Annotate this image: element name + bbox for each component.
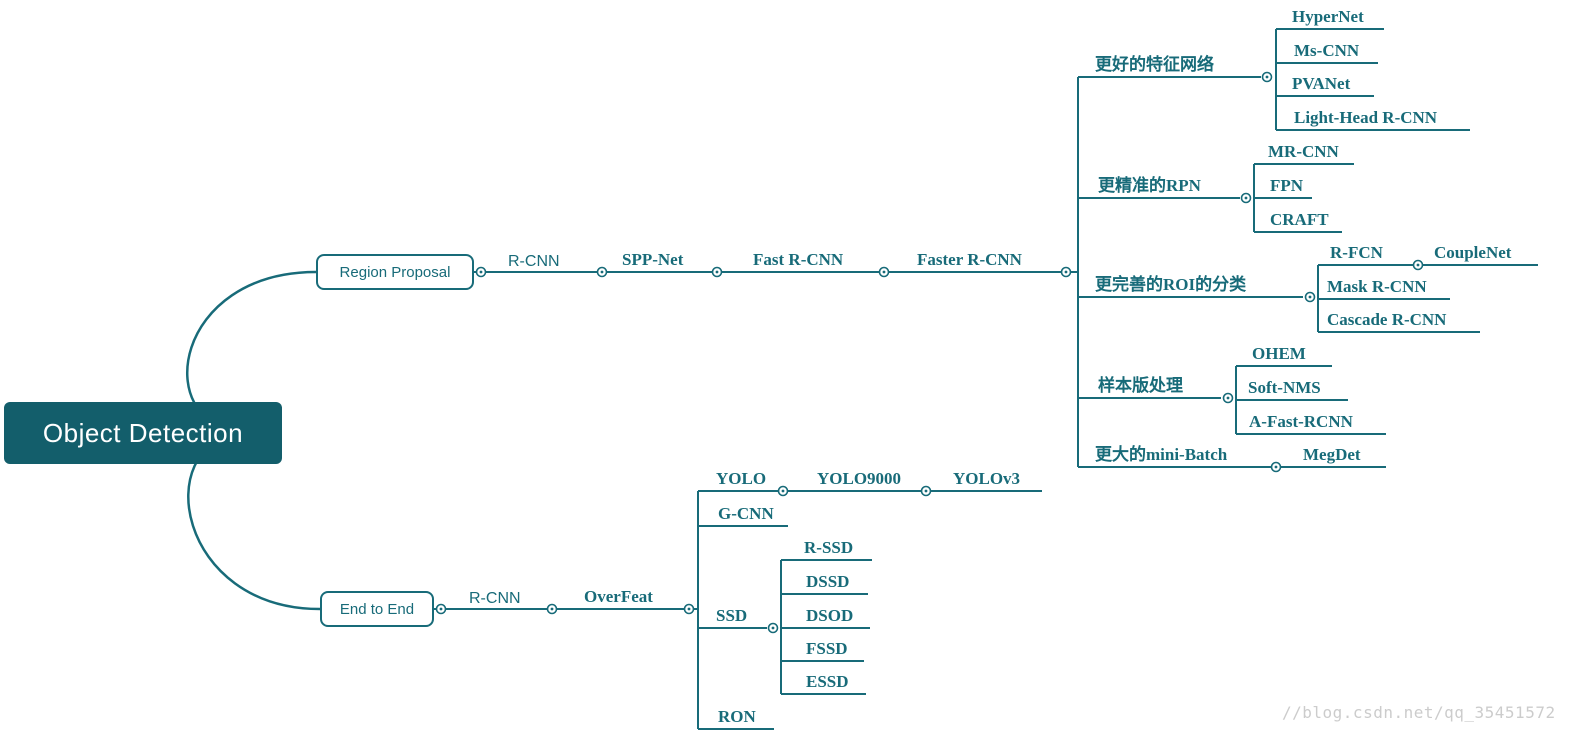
topic-better-rpn[interactable]: 更精准的RPN <box>1098 176 1201 195</box>
topic-rcnn-region[interactable]: R-CNN <box>508 253 560 270</box>
topic-r-fcn[interactable]: R-FCN <box>1330 243 1383 262</box>
topic-spp-net[interactable]: SPP-Net <box>622 250 684 269</box>
collapse-handle-yolo[interactable] <box>777 485 789 497</box>
collapse-handle-better-roi[interactable] <box>1304 291 1316 303</box>
collapse-handle-better-rpn[interactable] <box>1240 192 1252 204</box>
topic-sample-processing[interactable]: 样本版处理 <box>1098 376 1183 395</box>
end-branch-connectors <box>434 490 1042 730</box>
topic-yolo9000[interactable]: YOLO9000 <box>817 469 902 488</box>
topic-ohem[interactable]: OHEM <box>1252 344 1306 363</box>
topic-bigger-minibatch[interactable]: 更大的mini-Batch <box>1095 445 1228 464</box>
collapse-handle-spp-net[interactable] <box>711 266 723 278</box>
node-region-proposal[interactable]: Region Proposal <box>316 254 474 290</box>
topic-yolov3[interactable]: YOLOv3 <box>953 469 1021 488</box>
root-node-object-detection[interactable]: Object Detection <box>4 402 282 464</box>
topic-faster-rcnn[interactable]: Faster R-CNN <box>917 250 1022 269</box>
topic-overfeat[interactable]: OverFeat <box>584 587 653 606</box>
region-branch-connectors <box>474 28 1538 468</box>
node-end-to-end[interactable]: End to End <box>320 591 434 627</box>
topic-rcnn-end[interactable]: R-CNN <box>469 590 521 607</box>
collapse-handles <box>435 71 1424 634</box>
collapse-handle-r-fcn[interactable] <box>1412 259 1424 271</box>
topic-dssd[interactable]: DSSD <box>806 572 850 591</box>
topic-better-feature-net[interactable]: 更好的特征网络 <box>1095 55 1214 74</box>
topic-pvanet[interactable]: PVANet <box>1292 74 1351 93</box>
topic-fpn[interactable]: FPN <box>1270 176 1304 195</box>
collapse-handle-sample-processing[interactable] <box>1222 392 1234 404</box>
topic-r-ssd[interactable]: R-SSD <box>804 538 854 557</box>
collapse-handle-fast-rcnn[interactable] <box>878 266 890 278</box>
collapse-handle-ssd[interactable] <box>767 622 779 634</box>
topic-mr-cnn[interactable]: MR-CNN <box>1268 142 1339 161</box>
topic-megdet[interactable]: MegDet <box>1303 445 1361 464</box>
topic-soft-nms[interactable]: Soft-NMS <box>1248 378 1321 397</box>
topic-g-cnn[interactable]: G-CNN <box>718 504 774 523</box>
collapse-handle-rcnn-end[interactable] <box>546 603 558 615</box>
topic-better-roi[interactable]: 更完善的ROI的分类 <box>1095 275 1247 294</box>
collapse-handle-end-to-end[interactable] <box>435 603 447 615</box>
topic-dsod[interactable]: DSOD <box>806 606 854 625</box>
topic-a-fast-rcnn[interactable]: A-Fast-RCNN <box>1249 412 1353 431</box>
topic-ron[interactable]: RON <box>718 707 756 726</box>
topic-hypernet[interactable]: HyperNet <box>1292 7 1364 26</box>
collapse-handle-bigger-minibatch[interactable] <box>1270 461 1282 473</box>
topic-cascade-rcnn[interactable]: Cascade R-CNN <box>1327 310 1447 329</box>
topic-ms-cnn[interactable]: Ms-CNN <box>1294 41 1360 60</box>
topic-fast-rcnn[interactable]: Fast R-CNN <box>753 250 844 269</box>
watermark: //blog.csdn.net/qq_35451572 <box>1282 703 1556 722</box>
topic-craft[interactable]: CRAFT <box>1270 210 1329 229</box>
topic-mask-rcnn[interactable]: Mask R-CNN <box>1327 277 1427 296</box>
topic-light-head-rcnn[interactable]: Light-Head R-CNN <box>1294 108 1438 127</box>
topic-ssd[interactable]: SSD <box>716 606 748 625</box>
collapse-handle-faster-rcnn[interactable] <box>1060 266 1072 278</box>
collapse-handle-rcnn-region[interactable] <box>596 266 608 278</box>
topic-yolo[interactable]: YOLO <box>716 469 767 488</box>
topic-couplenet[interactable]: CoupleNet <box>1434 243 1512 262</box>
collapse-handle-better-feature-net[interactable] <box>1261 71 1273 83</box>
collapse-handle-overfeat[interactable] <box>683 603 695 615</box>
collapse-handle-region-proposal[interactable] <box>475 266 487 278</box>
topic-fssd[interactable]: FSSD <box>806 639 848 658</box>
topic-essd[interactable]: ESSD <box>806 672 849 691</box>
collapse-handle-yolo9000[interactable] <box>920 485 932 497</box>
